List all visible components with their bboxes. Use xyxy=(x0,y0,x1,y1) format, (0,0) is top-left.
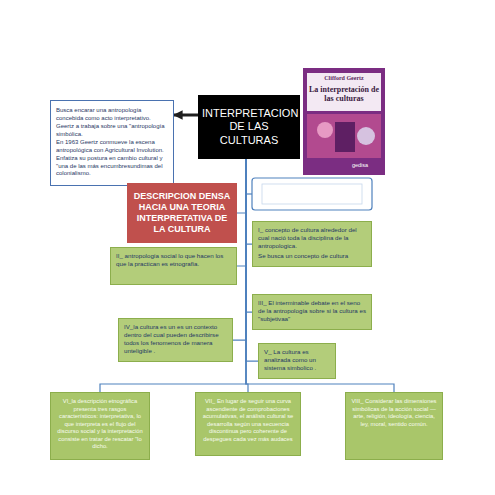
book-figure xyxy=(317,122,333,138)
concept-box: VIII_ Considerar las dimensiones simbóli… xyxy=(345,392,443,460)
connector-arrow xyxy=(174,114,198,117)
concept-box: VI_la descripción etnográfica presenta t… xyxy=(50,392,150,460)
node-text: II_ antropología social lo que hacen los… xyxy=(116,252,231,268)
node-text: VI_la descripción etnográfica presenta t… xyxy=(55,398,145,451)
node-text: IV_la cultura es un es un contexto dentr… xyxy=(124,323,227,355)
book-cover xyxy=(303,68,385,175)
node-text: Se busca un concepto de cultura xyxy=(258,252,366,260)
concept-box: I_ concepto de cultura alrededor del cua… xyxy=(252,221,372,267)
empty-box xyxy=(252,178,372,210)
section-box: DESCRIPCION DENSA HACIA UNA TEORIA INTER… xyxy=(127,183,237,243)
book-illustration xyxy=(307,114,381,158)
node-text: VII_ En lugar de seguir una curva ascend… xyxy=(200,398,296,443)
node-text: III_ El interminable debate en el seno d… xyxy=(258,299,366,323)
node-text: I_ concepto de cultura alrededor del cua… xyxy=(258,226,366,250)
concept-box: III_ El interminable debate en el seno d… xyxy=(252,294,372,330)
node-text: En 1963 Geertz conmueve la escena antrop… xyxy=(56,139,168,154)
book-title-panel xyxy=(307,73,381,111)
connector-line xyxy=(100,159,246,392)
title-box: INTERPRETACION DE LAS CULTURAS xyxy=(198,95,300,159)
node-text: Busca encarar una antropología concebida… xyxy=(56,107,168,122)
connector-line xyxy=(237,159,246,266)
node-text: Enfatiza su postura en cambio cultural y… xyxy=(56,155,168,178)
node-text: VIII_ Considerar las dimensiones simbóli… xyxy=(350,398,438,428)
concept-box: II_ antropología social lo que hacen los… xyxy=(110,247,237,285)
book-text: gedisa xyxy=(340,162,380,168)
node-text: INTERPRETACION DE LAS CULTURAS xyxy=(202,107,296,147)
book-text: La interpretación de las culturas xyxy=(308,85,380,103)
concept-box: IV_la cultura es un es un contexto dentr… xyxy=(118,318,233,362)
connector-line xyxy=(237,159,246,213)
branch-line xyxy=(246,193,252,194)
book-figure xyxy=(335,122,355,152)
connector-line xyxy=(246,159,394,392)
node-text: V_ La cultura es analizada como un siste… xyxy=(264,348,330,372)
node-text: DESCRIPCION DENSA HACIA UNA TEORIA INTER… xyxy=(131,191,233,236)
node-text: Geertz a trabaja sobre una "antropología… xyxy=(56,123,168,138)
concept-box: V_ La cultura es analizada como un siste… xyxy=(258,343,336,379)
empty-box-inner xyxy=(262,184,362,204)
note-box: Busca encarar una antropología concebida… xyxy=(50,100,174,186)
book-text: Clifford Geertz xyxy=(308,75,380,82)
book-figure xyxy=(357,127,375,145)
concept-box: VII_ En lugar de seguir una curva ascend… xyxy=(195,392,301,456)
